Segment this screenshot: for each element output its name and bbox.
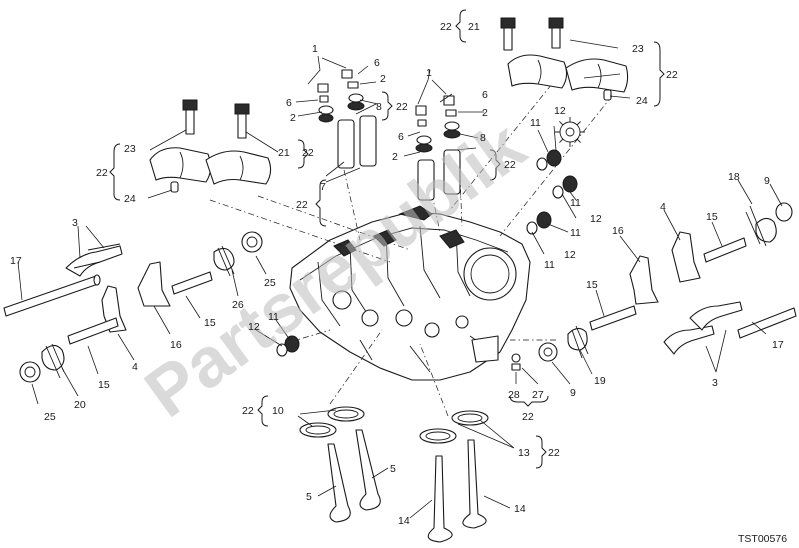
callout-8: 8 bbox=[480, 132, 486, 144]
callout-22: 22 bbox=[296, 199, 308, 211]
callout-28: 28 bbox=[508, 389, 520, 401]
callout-1: 1 bbox=[312, 43, 318, 55]
alignment-lines bbox=[209, 73, 613, 417]
callout-24: 24 bbox=[636, 95, 648, 107]
callout-22: 22 bbox=[302, 147, 314, 159]
callout-11: 11 bbox=[570, 197, 581, 209]
callout-22: 22 bbox=[440, 21, 452, 33]
valves-bottom bbox=[299, 406, 489, 543]
callout-14: 14 bbox=[398, 515, 410, 527]
callout-22: 22 bbox=[396, 101, 408, 113]
callout-9: 9 bbox=[764, 175, 770, 187]
rocker-group-left bbox=[3, 231, 263, 383]
callout-11: 11 bbox=[268, 311, 279, 323]
callout-15: 15 bbox=[706, 211, 718, 223]
callout-7: 7 bbox=[320, 181, 326, 193]
callout-1: 1 bbox=[426, 67, 432, 79]
callout-9: 9 bbox=[570, 387, 576, 399]
callout-6: 6 bbox=[398, 131, 404, 143]
callout-26: 26 bbox=[232, 299, 244, 311]
callout-11: 11 bbox=[530, 117, 541, 129]
callout-2: 2 bbox=[290, 112, 296, 124]
callout-25: 25 bbox=[44, 411, 56, 423]
callout-21: 21 bbox=[278, 147, 290, 159]
callout-2: 2 bbox=[380, 73, 386, 85]
callout-6: 6 bbox=[286, 97, 292, 109]
callout-16: 16 bbox=[612, 225, 624, 237]
callout-22: 22 bbox=[242, 405, 254, 417]
callout-23: 23 bbox=[124, 143, 136, 155]
rocker-group-right bbox=[73, 202, 797, 362]
callout-12: 12 bbox=[248, 321, 260, 333]
callout-braces bbox=[109, 9, 665, 469]
callout-2: 2 bbox=[482, 107, 488, 119]
callout-labels: 22 21 23 22 24 1 6 2 6 2 8 22 1 6 2 6 8 … bbox=[10, 21, 784, 527]
valve-spring-stack-right bbox=[415, 95, 461, 201]
callout-25: 25 bbox=[264, 277, 276, 289]
callout-11: 11 bbox=[570, 227, 581, 239]
callout-23: 23 bbox=[632, 43, 644, 55]
callout-4: 4 bbox=[132, 361, 138, 373]
callout-14: 14 bbox=[514, 503, 526, 515]
leader-lines bbox=[17, 39, 783, 519]
callout-3: 3 bbox=[72, 217, 78, 229]
callout-21: 21 bbox=[468, 21, 480, 33]
callout-13: 13 bbox=[518, 447, 530, 459]
drawing-code: TST00576 bbox=[738, 533, 787, 545]
callout-10: 10 bbox=[272, 405, 284, 417]
callout-15: 15 bbox=[204, 317, 216, 329]
callout-15: 15 bbox=[586, 279, 598, 291]
callout-24: 24 bbox=[124, 193, 136, 205]
callout-20: 20 bbox=[74, 399, 86, 411]
camshaft-cap-left bbox=[149, 99, 272, 193]
gear-icon bbox=[555, 117, 585, 147]
callout-22: 22 bbox=[504, 159, 516, 171]
callout-3: 3 bbox=[712, 377, 718, 389]
callout-6: 6 bbox=[374, 57, 380, 69]
plugs-right bbox=[276, 149, 578, 371]
callout-16: 16 bbox=[170, 339, 182, 351]
callout-18: 18 bbox=[728, 171, 740, 183]
callout-19: 19 bbox=[594, 375, 606, 387]
callout-12: 12 bbox=[590, 213, 602, 225]
callout-12: 12 bbox=[564, 249, 576, 261]
callout-5: 5 bbox=[390, 463, 396, 475]
valve-spring-stack-left bbox=[317, 69, 377, 169]
callout-22: 22 bbox=[548, 447, 560, 459]
callout-4: 4 bbox=[660, 201, 666, 213]
callout-11: 11 bbox=[544, 259, 555, 271]
camshaft-cap-right bbox=[500, 17, 629, 101]
callout-22: 22 bbox=[522, 411, 534, 423]
callout-17: 17 bbox=[10, 255, 22, 267]
callout-12: 12 bbox=[554, 105, 566, 117]
callout-17: 17 bbox=[772, 339, 784, 351]
cylinder-head bbox=[289, 205, 531, 381]
callout-27: 27 bbox=[532, 389, 544, 401]
callout-8: 8 bbox=[376, 101, 382, 113]
callout-15: 15 bbox=[98, 379, 110, 391]
callout-5: 5 bbox=[306, 491, 312, 503]
callout-6: 6 bbox=[482, 89, 488, 101]
callout-2: 2 bbox=[392, 151, 398, 163]
callout-22: 22 bbox=[96, 167, 108, 179]
callout-22: 22 bbox=[666, 69, 678, 81]
